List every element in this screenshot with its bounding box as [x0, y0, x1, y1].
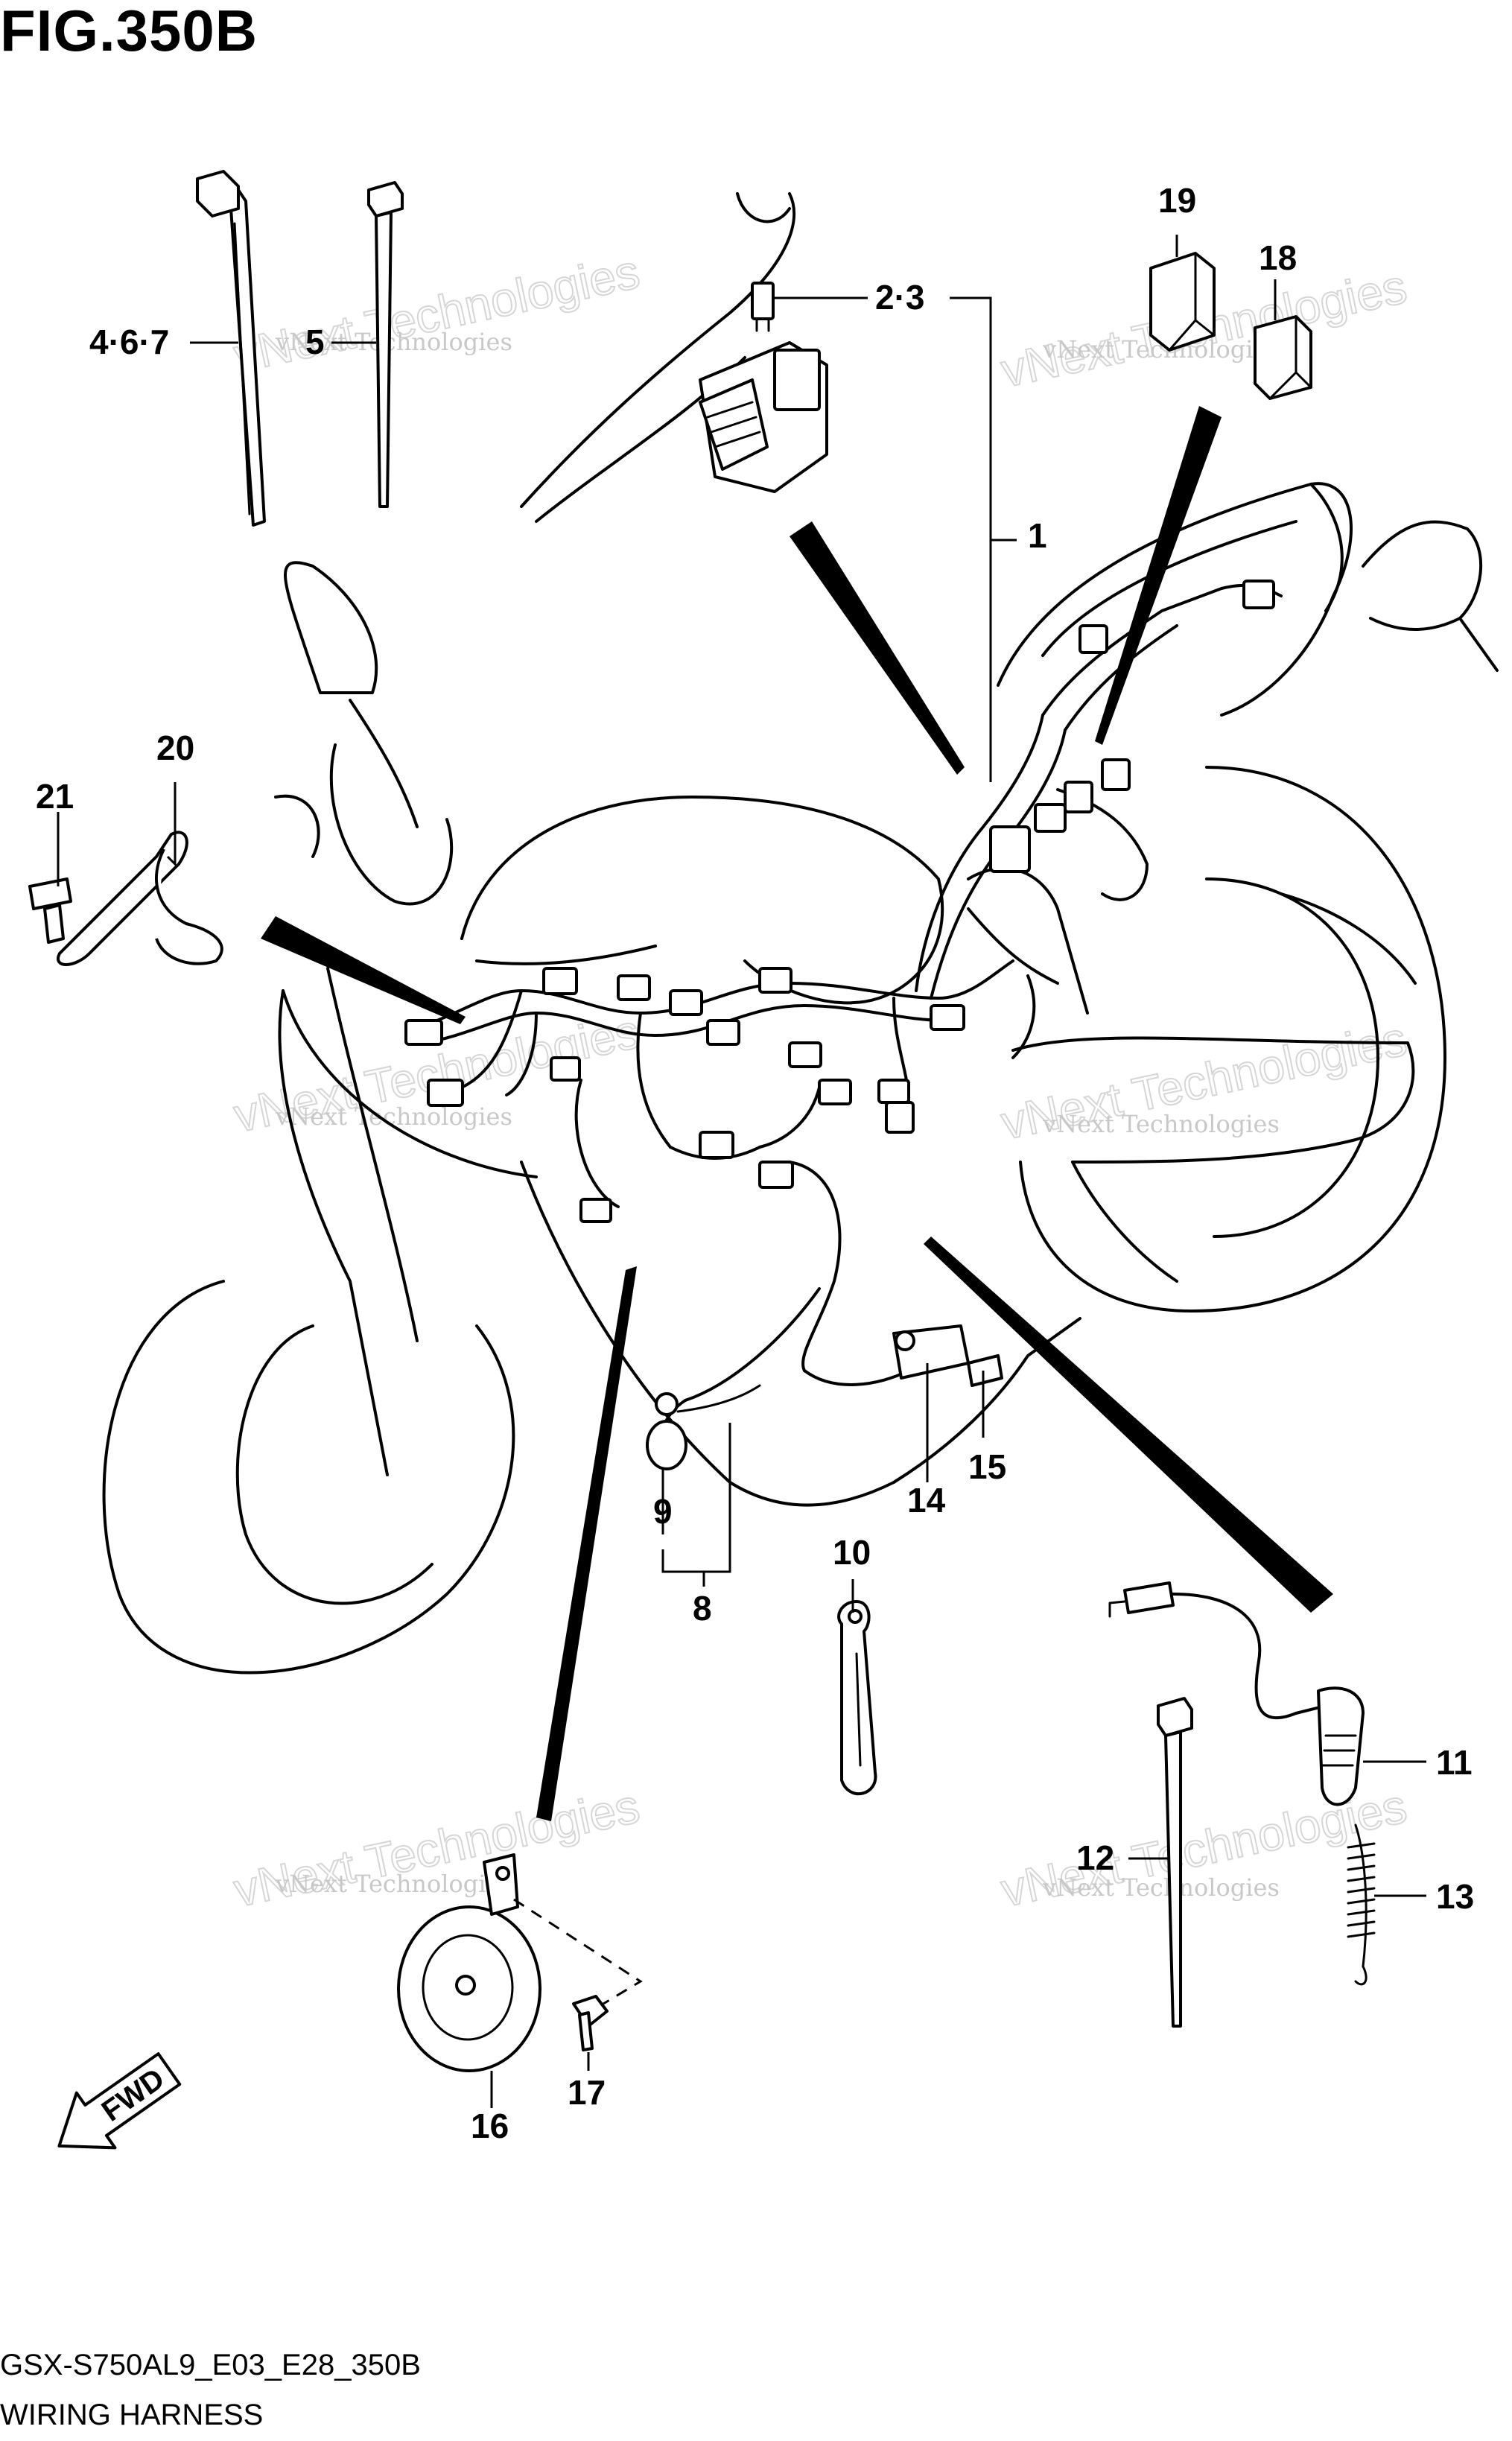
callout-label: 12: [1076, 1838, 1114, 1877]
callout-label: 9: [653, 1492, 673, 1531]
callout-label: 21: [36, 777, 74, 816]
fuse-box: [699, 282, 828, 493]
watermark-outline: vNext Technologies: [229, 244, 644, 383]
horn-assembly: [397, 1853, 643, 2072]
sensor-lead: [1108, 1581, 1376, 1986]
figure-title: FIG.350B: [0, 0, 258, 63]
cable-ties: [196, 170, 1193, 2028]
callout-label: 14: [907, 1481, 946, 1520]
fwd-arrow-icon: FWD: [57, 2052, 182, 2150]
harness-clamp: [28, 831, 223, 966]
callout-label: 20: [156, 729, 194, 767]
figure-name: WIRING HARNESS: [0, 2399, 264, 2431]
motorcycle-outline: [102, 192, 1499, 1675]
leader-lines: [57, 235, 1426, 2108]
callout-label: 15: [968, 1447, 1006, 1486]
callout-label: 11: [1436, 1743, 1473, 1782]
watermark-text: vNext Technologies: [275, 1870, 512, 1898]
callout-label: 18: [1259, 238, 1297, 277]
callout-label: 17: [568, 2073, 606, 2112]
relays: [1149, 252, 1312, 400]
callout-label: 16: [471, 2107, 509, 2145]
callout-labels: 1 2·3 4·6·7 5 8 9 10 11 12 13 14 15 16 1…: [36, 181, 1474, 2145]
callout-label: 10: [833, 1533, 871, 1572]
watermark-text: vNext Technologies: [1042, 1110, 1280, 1138]
main-wiring-harness: [416, 583, 1283, 1454]
callout-label: 5: [305, 323, 325, 361]
pointer-wedges: [261, 406, 1333, 1821]
callout-label: 13: [1436, 1877, 1474, 1916]
ground-strap: [837, 1600, 877, 1795]
callout-label: 4·6·7: [89, 323, 169, 361]
sensor-parts: [646, 1324, 1003, 1470]
figure-code: GSX-S750AL9_E03_E28_350B: [0, 2349, 421, 2381]
callout-label: 8: [693, 1589, 712, 1628]
callout-label: 1: [1028, 516, 1047, 555]
callout-label: 19: [1158, 181, 1196, 220]
harness-connectors: [404, 580, 1275, 1223]
watermark-text: vNext Technologies: [1042, 1873, 1280, 1902]
watermark-text: vNext Technologies: [275, 328, 512, 356]
callout-label: 2·3: [875, 278, 924, 317]
